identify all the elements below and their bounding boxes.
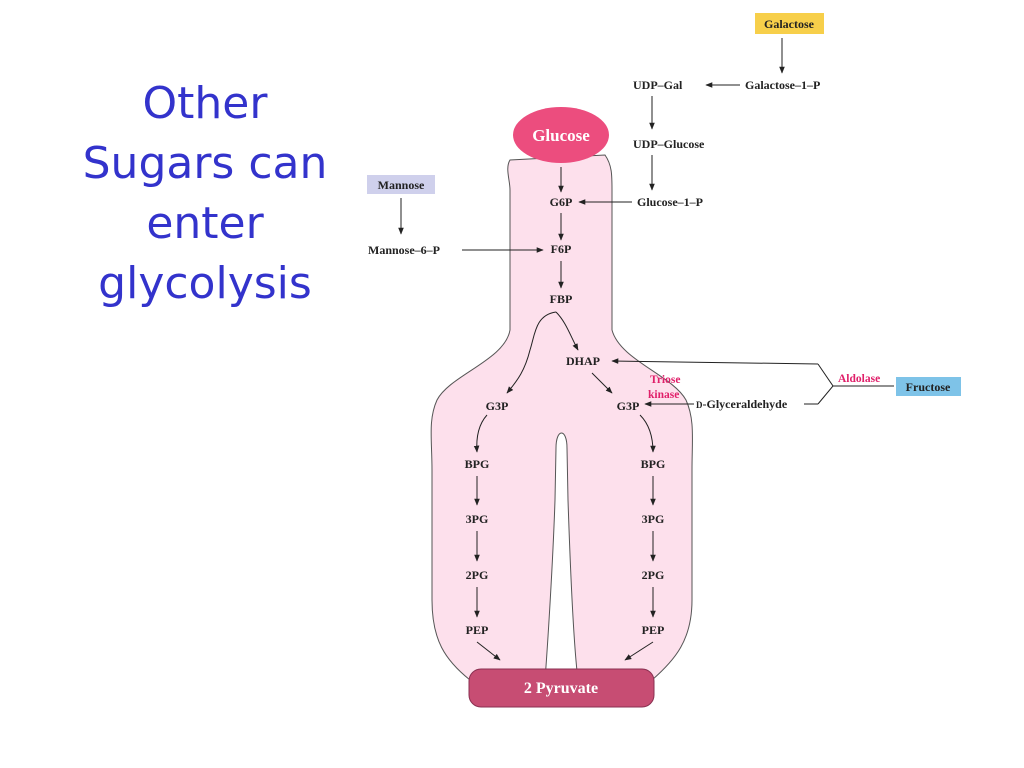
g3p-left-label: G3P — [486, 399, 509, 413]
galactose-box — [755, 13, 824, 34]
dhap-label: DHAP — [566, 354, 600, 368]
arrow-fbp-g3p-left — [506, 311, 557, 394]
arrow-dhap-g3p-right — [591, 372, 613, 394]
arrow-pep-pyruvate-left — [476, 641, 501, 661]
title-line: glycolysis — [98, 258, 312, 309]
pyruvate-label: 2 Pyruvate — [524, 680, 598, 697]
fructose-box — [896, 377, 961, 396]
aldolase-bracket — [817, 363, 834, 405]
pyruvate-node — [468, 668, 655, 708]
arrow-g3p-bpg-left — [473, 414, 488, 453]
arrow-g3p-bpg-right — [639, 414, 656, 453]
aldolase-label: Aldolase — [838, 373, 880, 385]
3pg-left-label: 3PG — [466, 512, 489, 526]
title-line: Sugars can — [82, 138, 328, 189]
glucose-label: Glucose — [532, 126, 590, 145]
pep-left-label: PEP — [466, 623, 489, 637]
mannose-label: Mannose — [378, 178, 425, 192]
2pg-right-label: 2PG — [642, 568, 665, 582]
f6p-label: F6P — [551, 242, 572, 256]
mannose-6-p-label: Mannose–6–P — [368, 243, 440, 257]
triose-kinase-label-2: kinase — [648, 389, 679, 401]
pep-right-label: PEP — [642, 623, 665, 637]
glyceraldehyde-label: D-Glyceraldehyde — [696, 397, 788, 411]
fructose-label: Fructose — [906, 380, 951, 394]
arrow-pep-pyruvate-right — [624, 641, 654, 661]
triose-kinase-label-1: Triose — [650, 374, 680, 386]
glyceraldehyde-prefix: D — [696, 400, 703, 410]
glucose-node — [513, 107, 609, 163]
galactose-1-p-label: Galactose–1–P — [745, 78, 820, 92]
title-line: Other — [142, 78, 268, 129]
udp-glucose-label: UDP–Glucose — [633, 137, 705, 151]
udp-gal-label: UDP–Gal — [633, 78, 683, 92]
bpg-right-label: BPG — [641, 457, 666, 471]
3pg-right-label: 3PG — [642, 512, 665, 526]
slide-title: Other Sugars can enter glycolysis — [40, 74, 370, 314]
galactose-label: Galactose — [764, 17, 815, 31]
title-line: enter — [146, 198, 264, 249]
bpg-left-label: BPG — [465, 457, 490, 471]
glyceraldehyde-name: -Glyceraldehyde — [703, 397, 788, 411]
g6p-label: G6P — [550, 195, 573, 209]
arrow-fbp-dhap — [555, 311, 579, 351]
2pg-left-label: 2PG — [466, 568, 489, 582]
mannose-box — [367, 175, 435, 194]
arrow-fructose-dhap — [611, 358, 819, 365]
glycolysis-pathway-region — [430, 154, 693, 681]
glucose-1-p-label: Glucose–1–P — [637, 195, 703, 209]
g3p-right-label: G3P — [617, 399, 640, 413]
fbp-label: FBP — [550, 292, 573, 306]
